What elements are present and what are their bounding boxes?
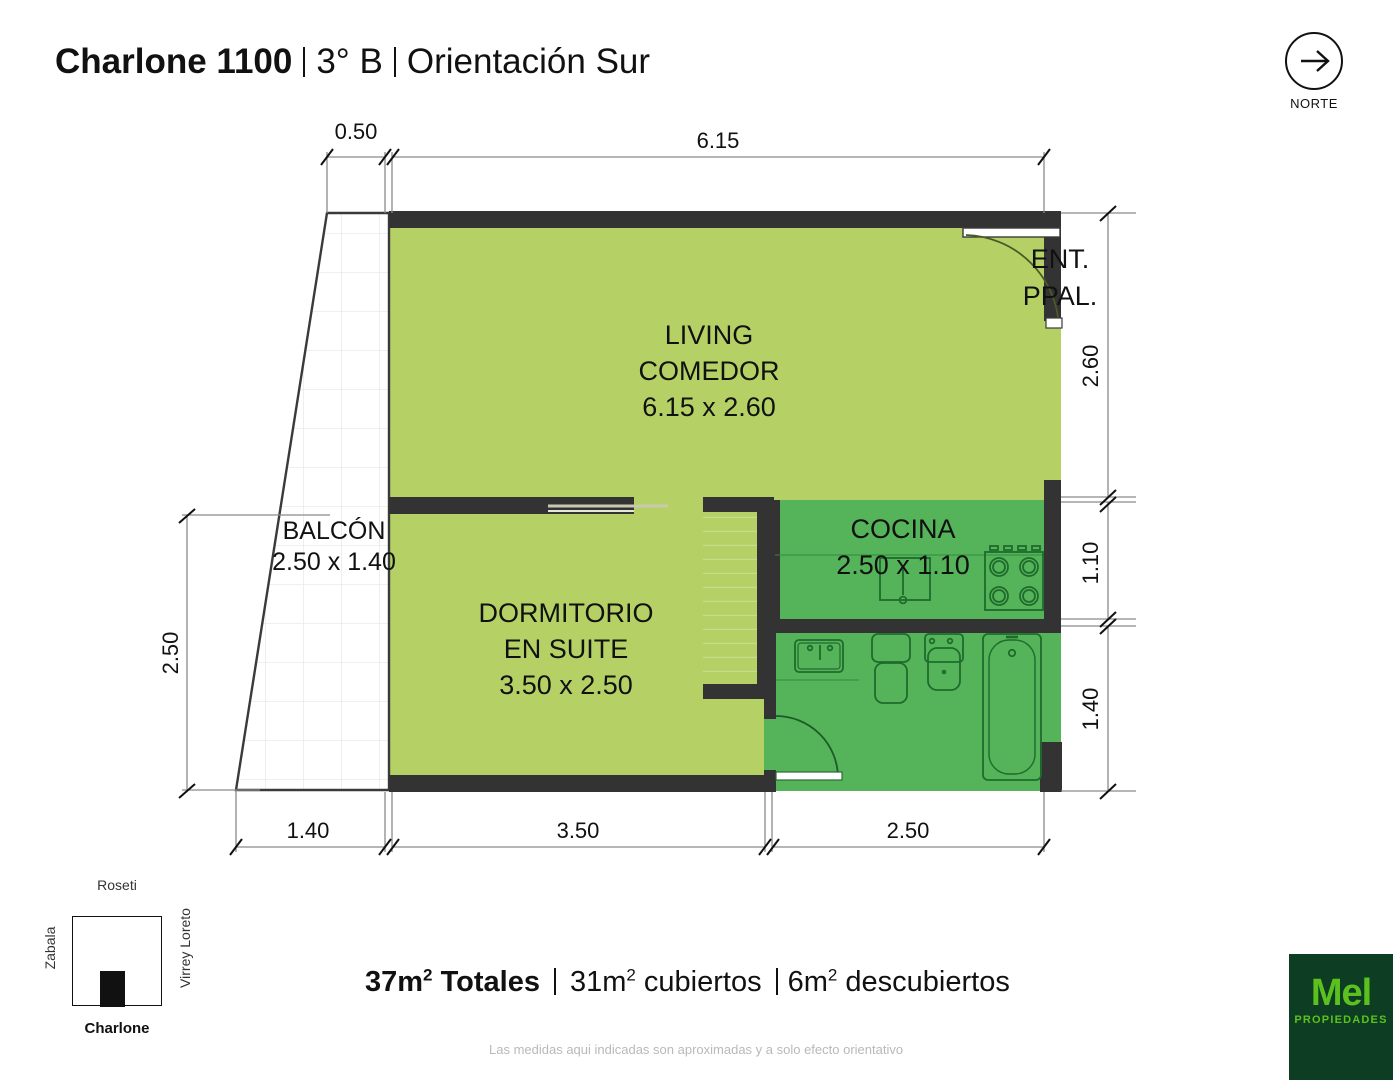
room-label-cocina-size: 2.50 x 1.10 <box>836 550 970 580</box>
room-label-living-size: 6.15 x 2.60 <box>642 392 776 422</box>
room-label-balcon-size: 2.50 x 1.40 <box>272 548 396 576</box>
compass-ring <box>1285 32 1343 90</box>
dim-bottom-1: 3.50 <box>557 818 600 843</box>
title-unit: 3° B <box>316 42 383 81</box>
bathroom-fixtures <box>776 633 1042 781</box>
minimap-street-right: Virrey Loreto <box>177 908 193 988</box>
area-summary: 37m2 Totales 31m2 cubiertos 6m2 descubiert… <box>365 958 1010 999</box>
dim-right-0: 2.60 <box>1078 345 1103 388</box>
minimap-location-marker <box>100 971 125 1007</box>
dim-left-0: 2.50 <box>158 632 183 675</box>
company-logo: Mel PROPIEDADES <box>1289 954 1393 1080</box>
compass-label: NORTE <box>1290 96 1338 111</box>
room-label-dormitorio-line1: DORMITORIO <box>479 598 654 628</box>
minimap-street-left: Zabala <box>42 926 58 970</box>
entrance-label-line2: PPAL. <box>1023 281 1098 311</box>
dim-right-1: 1.10 <box>1078 542 1103 585</box>
room-fill-balcon <box>234 211 391 792</box>
dim-top-0: 0.50 <box>335 119 378 144</box>
page-title: Charlone 1100 3° B Orientación Sur <box>55 40 650 84</box>
minimap-street-bottom: Charlone <box>84 1020 150 1037</box>
kitchen-fixtures <box>775 545 1044 611</box>
walls <box>389 211 1062 792</box>
title-divider-2 <box>393 47 396 77</box>
summary-divider-2 <box>775 967 778 995</box>
logo-name: Mel <box>1310 972 1372 1014</box>
room-label-living-line1: LIVING <box>665 320 754 350</box>
floorplan-drawing: 0.50 6.15 1.40 3.50 2.50 2.50 2.60 1.10 … <box>158 119 1136 856</box>
room-label-dormitorio-line2: EN SUITE <box>504 634 629 664</box>
dimension-lines <box>182 152 1136 852</box>
dimension-ticks <box>178 148 1117 856</box>
compass-rose <box>1285 32 1343 90</box>
dim-right-2: 1.40 <box>1078 688 1103 731</box>
dim-bottom-2: 2.50 <box>887 818 930 843</box>
title-orientation: Orientación Sur <box>406 42 651 81</box>
dim-top-1: 6.15 <box>697 128 740 153</box>
entrance-door <box>962 227 1063 329</box>
entrance-label-line1: ENT. <box>1031 244 1090 274</box>
title-divider-1 <box>303 47 306 77</box>
room-label-cocina-line1: COCINA <box>850 514 955 544</box>
minimap-street-top: Roseti <box>97 877 137 893</box>
disclaimer-text: Las medidas aqui indicadas son aproximad… <box>489 1042 904 1057</box>
balcony-slider <box>389 497 668 514</box>
title-address: Charlone 1100 <box>55 42 293 81</box>
summary-total: 37m2 Totales <box>365 965 540 998</box>
room-fill-bathroom <box>764 629 1061 791</box>
summary-divider-1 <box>553 967 556 995</box>
summary-uncovered: 6m2 descubiertos <box>787 965 1010 998</box>
summary-covered: 31m2 cubiertos <box>569 965 762 998</box>
dim-bottom-0: 1.40 <box>287 818 330 843</box>
room-label-balcon-line1: BALCÓN <box>283 516 386 545</box>
bathroom-door <box>775 715 843 781</box>
room-label-living-line2: COMEDOR <box>639 356 780 386</box>
room-fill-cocina <box>775 500 1061 626</box>
minimap <box>72 916 162 1007</box>
logo-subtitle: PROPIEDADES <box>1294 1014 1388 1026</box>
room-label-dormitorio-size: 3.50 x 2.50 <box>499 670 633 700</box>
